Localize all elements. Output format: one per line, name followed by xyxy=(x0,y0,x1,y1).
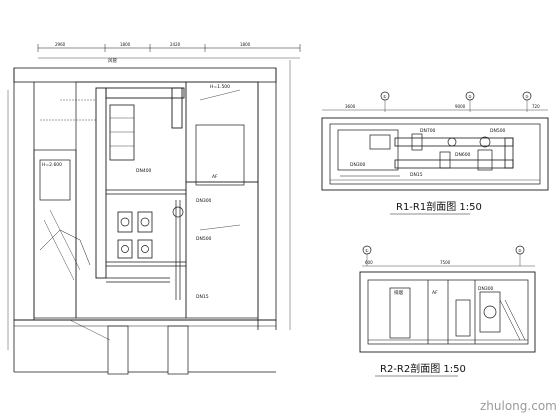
r1-grid-3: ③ xyxy=(525,94,529,99)
r2-dim-2: 7500 xyxy=(440,260,451,265)
r1-grid-2: ② xyxy=(468,94,472,99)
r2-section-drawing xyxy=(359,245,536,353)
r2-section-title: R2-R2剖面图 1:50 xyxy=(380,362,466,375)
r2-dim-1: 600 xyxy=(365,260,373,265)
plan-label-elev2: H=1.500 xyxy=(210,84,230,90)
main-plan-section xyxy=(7,44,301,375)
r2-label-dn300: DN300 xyxy=(478,286,494,292)
dim-plan-4: 1800 xyxy=(240,42,251,47)
r2-grid-1: ① xyxy=(365,248,369,253)
r2-section-labels: ① ② 600 7500 排烟 AF DN300 R2-R2剖面图 1:50 xyxy=(365,248,522,377)
plan-label-dn300: DN300 xyxy=(196,198,212,204)
r1-label-dn300: DN300 xyxy=(350,162,366,168)
r1-label-dn700: DN700 xyxy=(420,128,436,134)
plan-label-elev: H=2.600 xyxy=(42,162,62,168)
r1-dim-3: 720 xyxy=(532,104,540,109)
dim-plan-2: 1800 xyxy=(120,42,131,47)
r2-grid-2: ② xyxy=(518,248,522,253)
r1-dim-1: 3600 xyxy=(345,104,356,109)
plan-label-dn500: DN500 xyxy=(196,236,212,242)
main-plan-labels: 2960 1800 2420 1800 H=2.600 DN400 DN300 … xyxy=(42,42,251,300)
r1-label-dn500: DN500 xyxy=(490,128,506,134)
r1-section-drawing xyxy=(321,91,549,191)
r1-label-dn15: DN15 xyxy=(410,172,423,178)
dim-plan-1: 2960 xyxy=(55,42,66,47)
r1-label-dn600: DN600 xyxy=(455,152,471,158)
dim-plan-3: 2420 xyxy=(170,42,181,47)
r2-label-smoke: 排烟 xyxy=(394,289,403,296)
plan-label-dn15: DN15 xyxy=(196,294,209,300)
plan-label-duct: 风管 xyxy=(108,57,117,64)
watermark-text: zhulong.com xyxy=(480,399,557,413)
r1-section-title: R1-R1剖面图 1:50 xyxy=(396,200,482,213)
r1-section-labels: ① ② ③ 3600 9000 720 DN700 DN600 DN500 DN… xyxy=(345,94,540,215)
r1-dim-2: 9000 xyxy=(455,104,466,109)
plan-label-af: AF xyxy=(212,174,218,180)
watermark: zhulong.com xyxy=(480,399,557,413)
plan-label-dn400: DN400 xyxy=(136,168,152,174)
r1-grid-1: ① xyxy=(383,94,387,99)
r2-label-af: AF xyxy=(432,290,438,296)
